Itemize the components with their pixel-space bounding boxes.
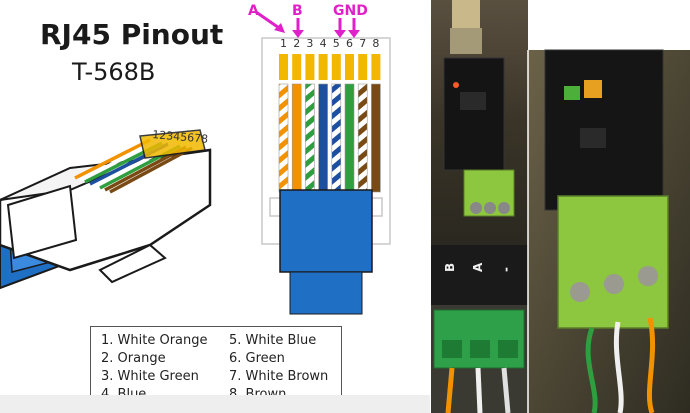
- wire-brown: [371, 83, 381, 193]
- terminal-label-a: A: [471, 262, 485, 272]
- contact-strip: [139, 129, 206, 159]
- rj45-flat-diagram: [261, 37, 391, 315]
- signal-a-arrowhead: [274, 23, 285, 33]
- connector-latch: [98, 243, 167, 284]
- wire-orange: [291, 83, 302, 193]
- usb-plug: [452, 0, 480, 30]
- gold-contact-1: [279, 54, 288, 80]
- terminal-label-b: B: [443, 263, 457, 272]
- gold-contact-3: [305, 54, 315, 80]
- closeup-wire-green: [585, 327, 598, 413]
- closeup-led-green: [564, 86, 580, 100]
- video-progress-bar: [0, 395, 430, 413]
- wire-white-brown: [357, 83, 368, 193]
- legend-item-5: 5. White Blue: [229, 333, 317, 348]
- diagram-title: RJ45 Pinout: [40, 18, 224, 51]
- terminal-label-minus: -: [499, 267, 513, 272]
- wire-color-legend: 1. White Orange 2. Orange 3. White Green…: [90, 326, 342, 408]
- pin-number-8: 8: [372, 37, 379, 50]
- pin-number-7: 7: [359, 37, 366, 50]
- wire-blue: [318, 83, 328, 193]
- small-pin-numbers: 12345678: [152, 128, 209, 146]
- green-terminal-large: [557, 195, 669, 329]
- signal-a-label: A: [248, 3, 259, 19]
- cable-jacket: [279, 189, 373, 273]
- photo-usb-adapter: [430, 0, 528, 245]
- pin-number-4: 4: [320, 37, 327, 50]
- closeup-wire-white: [613, 321, 624, 413]
- wire-white-blue: [331, 83, 342, 193]
- wire-group: [278, 54, 381, 193]
- legend-item-2: 2. Orange: [101, 351, 166, 366]
- board-chip: [460, 92, 486, 110]
- screw-1: [470, 202, 482, 214]
- signal-gnd-arrowhead-1: [334, 30, 346, 38]
- gold-contact-6: [345, 54, 354, 80]
- pin-number-3: 3: [306, 37, 313, 50]
- wire-white-1: [475, 367, 483, 413]
- wire-green: [344, 83, 355, 193]
- closeup-led-orange: [584, 80, 602, 98]
- signal-annotations: A B GND: [248, 3, 368, 38]
- pin-number-1: 1: [280, 37, 287, 50]
- wire-white-2: [501, 367, 511, 413]
- screw-3: [498, 202, 510, 214]
- screw-2: [484, 202, 496, 214]
- gold-contact-5: [331, 54, 341, 80]
- terminal-slot-2: [470, 340, 490, 358]
- terminal-slot-3: [498, 340, 518, 358]
- board-led: [453, 82, 459, 88]
- usb-plug-shell: [450, 28, 482, 54]
- gold-contact-4: [318, 54, 328, 80]
- signal-gnd-arrowhead-2: [348, 30, 360, 38]
- rj45-3d-illustration: 12345678: [0, 128, 212, 290]
- signal-b-arrowhead: [292, 30, 304, 38]
- photo-terminal-block: B A -: [430, 245, 528, 413]
- gold-contact-7: [358, 54, 368, 80]
- cable-tail: [289, 271, 363, 315]
- closeup-chip: [580, 128, 606, 148]
- wire-white-green: [305, 83, 315, 193]
- gold-contacts-bg: [275, 52, 385, 84]
- gold-contact-2: [292, 54, 302, 80]
- photo-closeup: [528, 49, 690, 413]
- legend-item-6: 6. Green: [229, 351, 285, 366]
- adapter-board: [443, 57, 505, 171]
- closeup-screw-2: [604, 274, 624, 294]
- legend-item-3: 3. White Green: [101, 369, 199, 384]
- green-terminal-medium: [433, 309, 525, 369]
- pin-number-2: 2: [293, 37, 300, 50]
- closeup-screw-3: [638, 266, 658, 286]
- legend-item-1: 1. White Orange: [101, 333, 208, 348]
- connector-front: [6, 184, 78, 260]
- closeup-screw-1: [570, 282, 590, 302]
- wire-white-orange: [278, 83, 289, 193]
- signal-gnd-label: GND: [333, 3, 368, 19]
- pin-number-5: 5: [333, 37, 340, 50]
- signal-b-label: B: [292, 3, 303, 19]
- board-edge: [430, 245, 528, 305]
- diagram-subtitle: T-568B: [72, 58, 156, 86]
- gold-contact-8: [371, 54, 381, 80]
- closeup-wire-orange: [646, 317, 656, 413]
- pin-number-6: 6: [346, 37, 353, 50]
- terminal-slot-1: [442, 340, 462, 358]
- legend-item-7: 7. White Brown: [229, 369, 329, 384]
- wire-orange-1: [445, 367, 455, 413]
